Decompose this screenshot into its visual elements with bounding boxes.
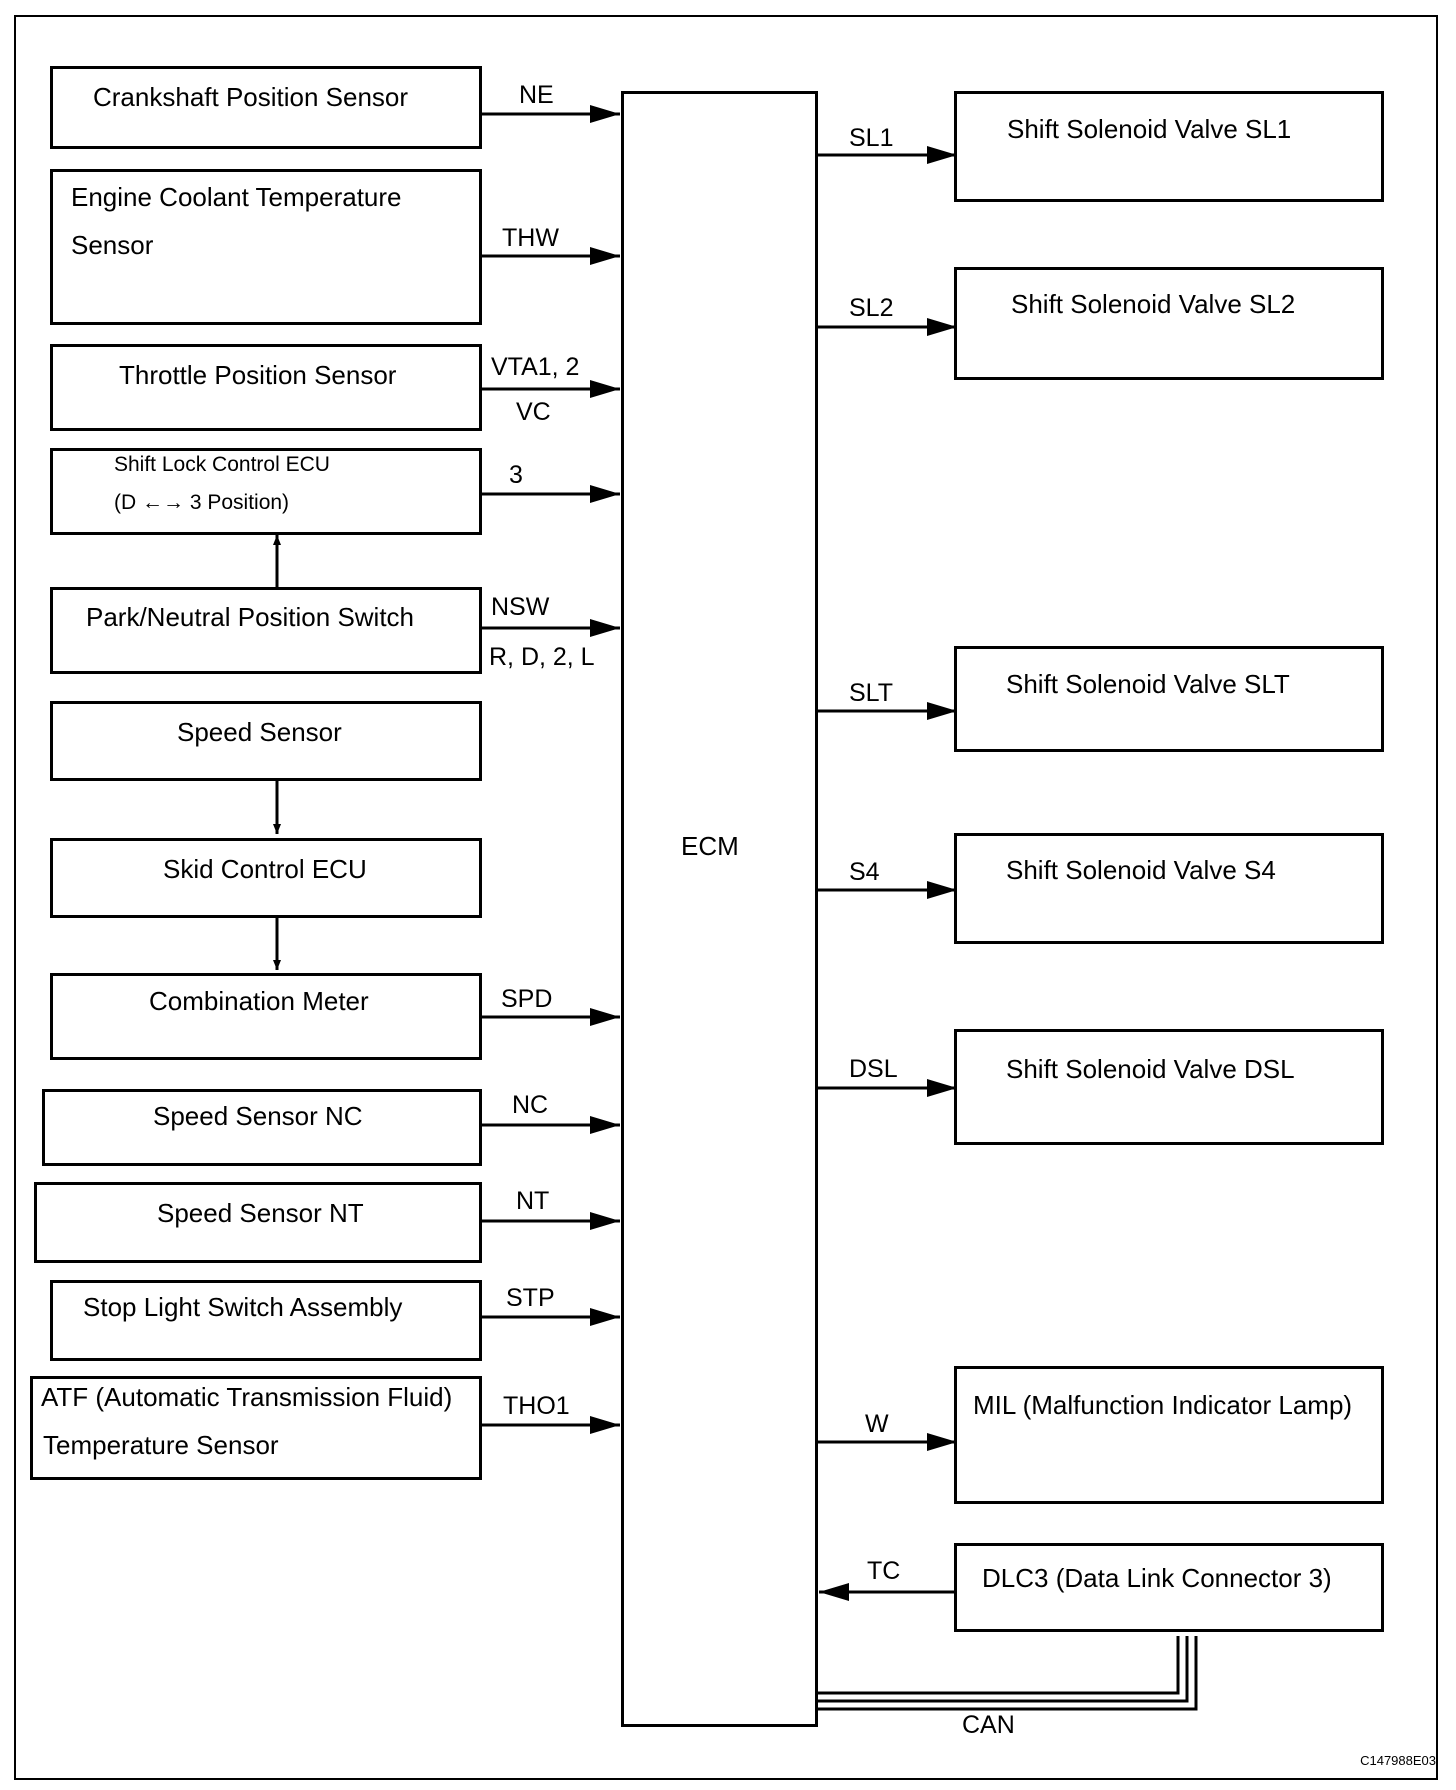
shift-solenoid-valve-sl1-box: Shift Solenoid Valve SL1: [954, 91, 1384, 202]
shift-solenoid-valve-s4-box: Shift Solenoid Valve S4: [954, 833, 1384, 944]
signal-nc: NC: [512, 1091, 549, 1119]
dlc3-label: DLC3 (Data Link Connector 3): [982, 1563, 1332, 1593]
speed-sensor-box: Speed Sensor: [50, 701, 482, 781]
signal-slt: SLT: [849, 679, 893, 707]
signal-ne: NE: [519, 81, 554, 109]
shift-solenoid-valve-dsl-label: Shift Solenoid Valve DSL: [1006, 1054, 1295, 1084]
ecm-label: ECM: [681, 831, 739, 861]
mil-box: MIL (Malfunction Indicator Lamp): [954, 1366, 1384, 1504]
speed-sensor-nc-box: Speed Sensor NC: [42, 1089, 482, 1166]
signal-tc: TC: [867, 1557, 901, 1585]
skid-control-ecu-box: Skid Control ECU: [50, 838, 482, 918]
can-bus-line-3: [818, 1636, 1198, 1711]
throttle-position-sensor-label: Throttle Position Sensor: [119, 360, 397, 390]
speed-sensor-nt-label: Speed Sensor NT: [157, 1198, 364, 1228]
signal-3: 3: [509, 461, 523, 489]
diagram-frame: [14, 15, 1438, 1780]
combination-meter-label: Combination Meter: [149, 986, 369, 1016]
signal-stp: STP: [506, 1284, 555, 1312]
signal-vta: VTA1, 2: [491, 353, 580, 381]
signal-thw: THW: [502, 224, 559, 252]
shift-solenoid-valve-sl2-label: Shift Solenoid Valve SL2: [1011, 289, 1296, 319]
shift-lock-control-ecu-label-1: Shift Lock Control ECU: [114, 453, 330, 476]
crankshaft-position-sensor-label: Crankshaft Position Sensor: [93, 82, 409, 112]
park-neutral-position-switch-box: Park/Neutral Position Switch: [50, 587, 482, 674]
signal-sl1: SL1: [849, 124, 894, 152]
park-neutral-position-switch-label: Park/Neutral Position Switch: [86, 602, 415, 632]
shift-solenoid-valve-sl1-label: Shift Solenoid Valve SL1: [1007, 114, 1292, 144]
engine-coolant-temp-sensor-box: Engine Coolant Temperature Sensor: [50, 169, 482, 325]
ecm-box: ECM: [621, 91, 818, 1727]
signal-vc: VC: [516, 398, 551, 426]
shift-solenoid-valve-slt-box: Shift Solenoid Valve SLT: [954, 646, 1384, 752]
signal-dsl: DSL: [849, 1055, 898, 1083]
atf-temperature-sensor-label-1: ATF (Automatic Transmission Fluid): [41, 1382, 453, 1412]
engine-coolant-temp-sensor-label-2: Sensor: [71, 230, 154, 260]
stop-light-switch-assembly-label: Stop Light Switch Assembly: [83, 1292, 403, 1322]
speed-sensor-nt-box: Speed Sensor NT: [34, 1182, 482, 1263]
dlc3-box: DLC3 (Data Link Connector 3): [954, 1543, 1384, 1632]
shift-solenoid-valve-slt-label: Shift Solenoid Valve SLT: [1006, 669, 1290, 699]
mil-label: MIL (Malfunction Indicator Lamp): [973, 1390, 1353, 1420]
figure-code: C147988E03: [1360, 1753, 1436, 1768]
throttle-position-sensor-box: Throttle Position Sensor: [50, 344, 482, 431]
shift-lock-control-ecu-label-2: (D ←→ 3 Position): [114, 491, 290, 514]
atf-temperature-sensor-label-2: Temperature Sensor: [43, 1430, 279, 1460]
signal-spd: SPD: [501, 985, 553, 1013]
engine-coolant-temp-sensor-label-1: Engine Coolant Temperature: [71, 182, 402, 212]
shift-solenoid-valve-dsl-box: Shift Solenoid Valve DSL: [954, 1029, 1384, 1145]
combination-meter-box: Combination Meter: [50, 973, 482, 1060]
signal-nt: NT: [516, 1187, 550, 1215]
signal-tho1: THO1: [503, 1392, 570, 1420]
signal-sl2: SL2: [849, 294, 894, 322]
crankshaft-position-sensor-box: Crankshaft Position Sensor: [50, 66, 482, 149]
can-bus-label: CAN: [962, 1711, 1015, 1739]
signal-nsw: NSW: [491, 593, 550, 621]
shift-solenoid-valve-s4-label: Shift Solenoid Valve S4: [1006, 855, 1276, 885]
atf-temperature-sensor-box: ATF (Automatic Transmission Fluid) Tempe…: [30, 1376, 482, 1480]
speed-sensor-nc-label: Speed Sensor NC: [153, 1101, 363, 1131]
signal-r-d-2-l: R, D, 2, L: [489, 643, 595, 671]
shift-lock-control-ecu-box: Shift Lock Control ECU (D ←→ 3 Position): [50, 448, 482, 535]
skid-control-ecu-label: Skid Control ECU: [163, 854, 367, 884]
signal-w: W: [865, 1410, 889, 1438]
speed-sensor-label: Speed Sensor: [177, 717, 342, 747]
can-bus-line-2: [818, 1636, 1189, 1703]
stop-light-switch-assembly-box: Stop Light Switch Assembly: [50, 1280, 482, 1361]
signal-s4: S4: [849, 858, 880, 886]
can-bus-line-1: [818, 1636, 1180, 1695]
shift-solenoid-valve-sl2-box: Shift Solenoid Valve SL2: [954, 267, 1384, 380]
